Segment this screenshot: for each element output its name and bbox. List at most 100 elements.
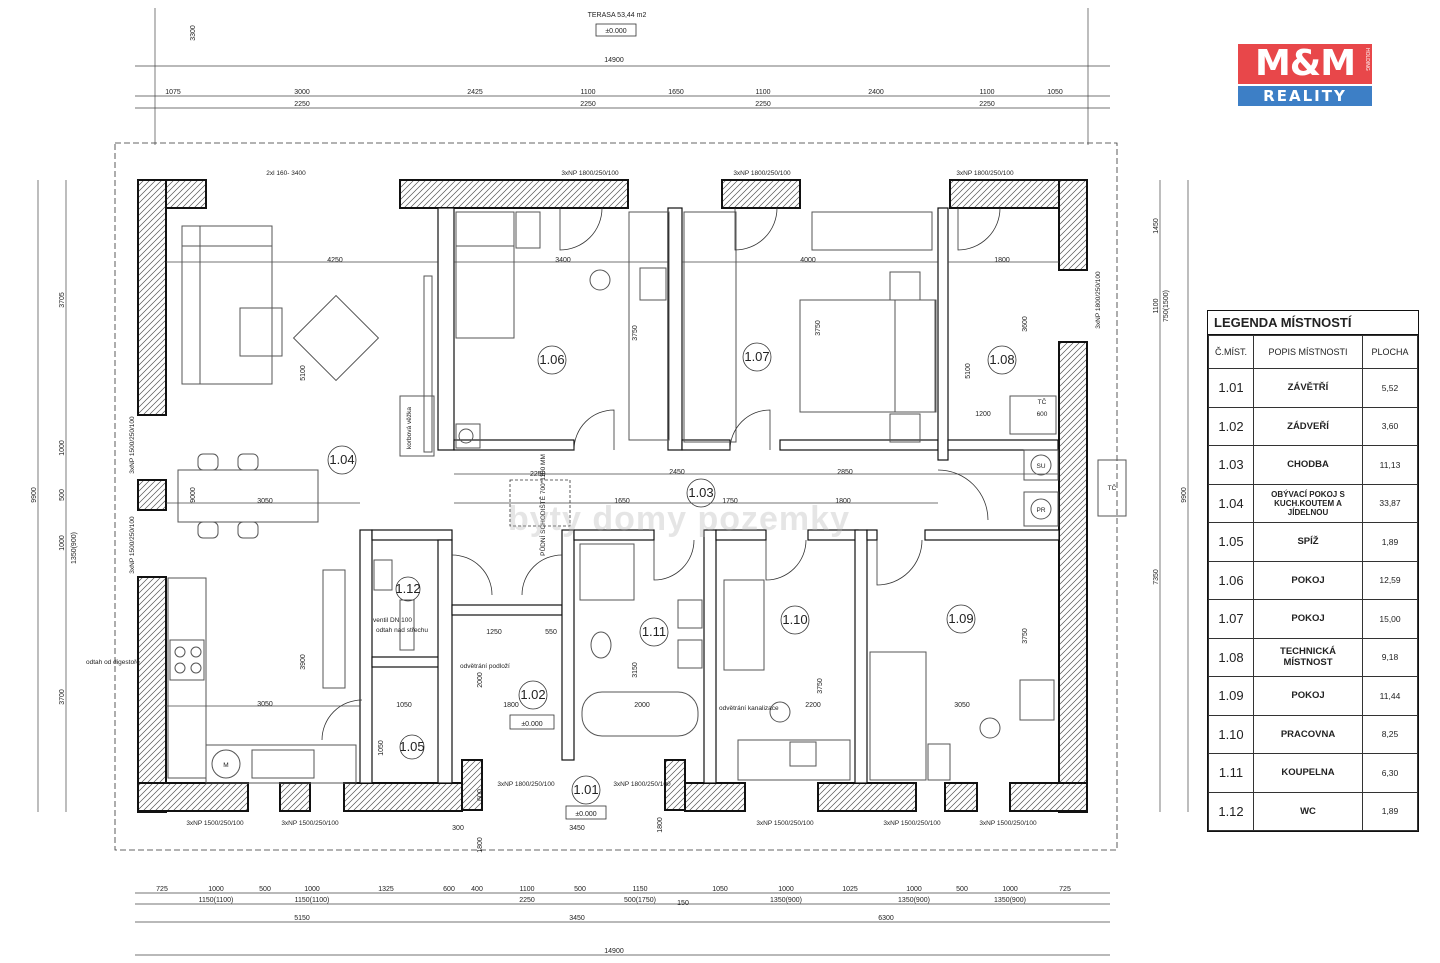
- svg-text:1100: 1100: [519, 886, 534, 893]
- svg-text:9900: 9900: [1181, 487, 1188, 503]
- svg-text:2250: 2250: [580, 101, 596, 108]
- room-label: 1.01: [573, 782, 598, 797]
- tc-dim: 600: [1037, 411, 1048, 418]
- legend-header-row: Č.MÍST. POPIS MÍSTNOSTI PLOCHA: [1208, 335, 1418, 369]
- svg-text:1800: 1800: [477, 837, 484, 853]
- interior-walls: [359, 207, 1060, 784]
- svg-text:1000: 1000: [1002, 886, 1018, 893]
- svg-text:3700: 3700: [59, 689, 66, 705]
- logo-mm-text: M&M: [1238, 44, 1372, 84]
- svg-text:500: 500: [259, 886, 271, 893]
- svg-text:3450: 3450: [569, 915, 585, 922]
- odtah-digestor-label: odtah od digestoře: [86, 659, 140, 666]
- svg-text:1650: 1650: [614, 498, 630, 505]
- left-dims: 3705 1000 500 1000 3700 9900 1350(900): [31, 292, 78, 705]
- top-dims-row2: 2250 2250 2250 2250: [294, 101, 995, 108]
- svg-text:600: 600: [443, 886, 455, 893]
- svg-text:3150: 3150: [632, 662, 639, 678]
- svg-text:1750: 1750: [722, 498, 738, 505]
- korbova-label: korbová věžka: [406, 407, 413, 449]
- svg-text:4000: 4000: [800, 257, 816, 264]
- room-label: 1.09: [948, 611, 973, 626]
- logo-holding-text: HOLDING: [1364, 48, 1370, 71]
- room-dims: 4250 5100 9000 3050 3900 3050 3400 3750 …: [166, 257, 1059, 832]
- roof-outline: [114, 142, 1118, 851]
- svg-text:2000: 2000: [634, 702, 650, 709]
- door-swings: [321, 207, 1001, 741]
- terrace-side-dim: 3300: [190, 25, 197, 41]
- svg-text:1025: 1025: [842, 886, 858, 893]
- terrace-label: TERASA 53,44 m2: [588, 12, 647, 19]
- room-label: 1.04: [329, 452, 354, 467]
- top-overall-dim: 14900: [604, 57, 624, 64]
- svg-text:1050: 1050: [378, 740, 385, 756]
- svg-text:1000: 1000: [59, 535, 66, 551]
- svg-text:3600: 3600: [1022, 316, 1029, 332]
- svg-text:1050: 1050: [712, 886, 728, 893]
- svg-text:2250: 2250: [519, 897, 535, 904]
- svg-text:3xNP 1500/250/100: 3xNP 1500/250/100: [883, 820, 941, 827]
- svg-text:1150(1100): 1150(1100): [199, 897, 234, 904]
- window-label: 3xNP 1800/250/100: [613, 781, 671, 788]
- top-dims-row1: 1075 3000 2425 1100 1650 1100 2400 1100 …: [165, 89, 1063, 96]
- svg-text:1000: 1000: [906, 886, 922, 893]
- bottom-small-dims: 300 600 1800 150 1800: [452, 789, 689, 907]
- odvetrani-kanalizace-label: odvětrání kanalizace: [719, 705, 779, 712]
- svg-text:5100: 5100: [965, 363, 972, 379]
- bottom-dims-row3: 5150 3450 6300: [294, 915, 894, 922]
- svg-text:1800: 1800: [835, 498, 851, 505]
- legend-title: LEGENDA MÍSTNOSTÍ: [1208, 311, 1418, 335]
- svg-text:3050: 3050: [257, 498, 273, 505]
- mm-reality-logo: M&M HOLDING REALITY: [1238, 44, 1372, 106]
- svg-text:1000: 1000: [208, 886, 224, 893]
- svg-text:3050: 3050: [257, 701, 273, 708]
- window-label: 3xNP 1800/250/100: [561, 170, 619, 177]
- room-label: 1.08: [989, 352, 1014, 367]
- svg-text:5100: 5100: [300, 365, 307, 381]
- window-label: 2xl 160- 3400: [266, 170, 306, 177]
- tc-label: TČ: [1038, 397, 1047, 406]
- svg-text:3705: 3705: [59, 292, 66, 308]
- svg-text:2000: 2000: [477, 672, 484, 688]
- svg-text:1350(900): 1350(900): [71, 532, 78, 564]
- svg-text:550: 550: [545, 629, 557, 636]
- svg-text:1800: 1800: [657, 817, 664, 833]
- svg-text:400: 400: [471, 886, 483, 893]
- svg-text:2250: 2250: [979, 101, 995, 108]
- svg-text:2250: 2250: [755, 101, 771, 108]
- svg-text:1100: 1100: [755, 89, 770, 96]
- svg-text:1350(900): 1350(900): [770, 897, 802, 904]
- svg-text:1100: 1100: [580, 89, 595, 96]
- svg-text:500: 500: [956, 886, 968, 893]
- svg-text:3xNP 1500/250/100: 3xNP 1500/250/100: [979, 820, 1037, 827]
- vent-label: ventil DN 100: [373, 617, 412, 624]
- legend-header: PLOCHA: [1362, 335, 1418, 369]
- svg-text:1450: 1450: [1153, 218, 1160, 234]
- svg-text:1075: 1075: [165, 89, 181, 96]
- window-label: 3xNP 1800/250/100: [1095, 271, 1102, 329]
- legend-header: POPIS MÍSTNOSTI: [1253, 335, 1363, 369]
- svg-text:1350(900): 1350(900): [994, 897, 1026, 904]
- svg-text:1000: 1000: [304, 886, 320, 893]
- svg-text:3750: 3750: [632, 325, 639, 341]
- m-label: M: [223, 762, 228, 769]
- svg-text:1800: 1800: [994, 257, 1010, 264]
- window-label: 3xNP 1500/250/100: [129, 416, 136, 474]
- svg-text:5150: 5150: [294, 915, 310, 922]
- svg-text:2850: 2850: [837, 469, 853, 476]
- svg-text:3xNP 1500/250/100: 3xNP 1500/250/100: [186, 820, 244, 827]
- svg-text:1650: 1650: [668, 89, 684, 96]
- bedroom-furniture: [455, 211, 1127, 527]
- svg-text:2250: 2250: [294, 101, 310, 108]
- level-102: ±0.000: [521, 721, 542, 728]
